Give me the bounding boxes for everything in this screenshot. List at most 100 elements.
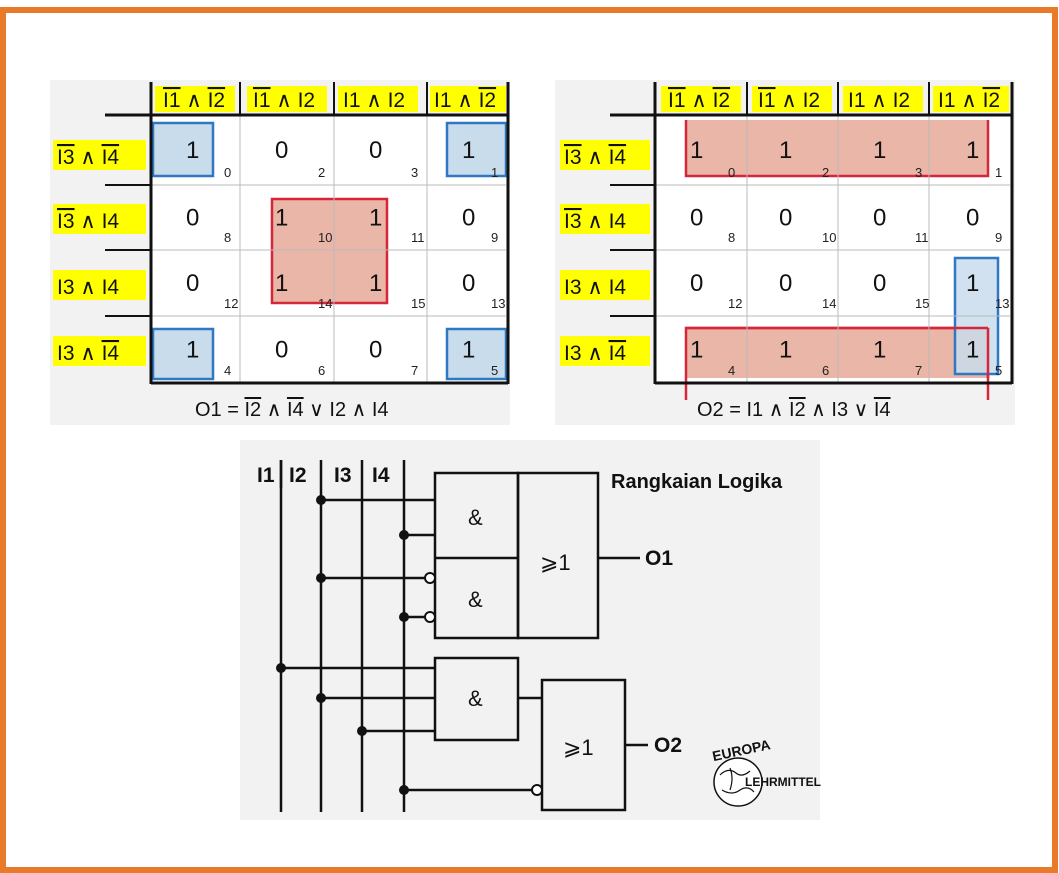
input-label-i3: I3 [334, 464, 352, 487]
cell-index: 0 [728, 165, 735, 180]
cell-index: 6 [822, 363, 829, 378]
cell-index: 13 [491, 296, 505, 311]
cell-index: 1 [995, 165, 1002, 180]
group-center [270, 197, 389, 305]
cell-index: 11 [915, 230, 929, 245]
cell-value: 0 [275, 137, 288, 164]
circuit-title: Rangkaian Logika [611, 471, 783, 493]
row-header: I3 ∧ I4 [57, 342, 119, 365]
row-header: I3 ∧ I4 [564, 276, 626, 299]
cell-index: 1 [491, 165, 498, 180]
row-header: I3 ∧ I4 [564, 210, 626, 233]
column-header: I1 ∧ I2 [163, 89, 225, 112]
kmap-right: I1 ∧ I2 I1 ∧ I2 I1 ∧ I2 I1 ∧ I2 I3 ∧ I4 I3 ∧… [555, 80, 1015, 425]
or-gate-2-symbol: ⩾1 [563, 735, 594, 760]
cell-value: 1 [462, 137, 475, 164]
cell-index: 14 [318, 296, 332, 311]
column-header: I1 ∧ I2 [938, 89, 1000, 112]
row-header: I3 ∧ I4 [57, 276, 119, 299]
cell-value: 0 [275, 337, 288, 364]
cell-value: 0 [462, 270, 475, 297]
group-bottom-row [686, 328, 988, 378]
group-corner-bottom-left [151, 327, 215, 381]
group-corner-top-left [151, 121, 215, 178]
cell-value: 0 [779, 270, 792, 297]
cell-value: 0 [369, 137, 382, 164]
input-label-i4: I4 [372, 464, 390, 487]
cell-value: 0 [873, 205, 886, 232]
group-top-row-outline [684, 120, 990, 178]
column-header: I1 ∧ I2 [758, 89, 820, 112]
column-header: I1 ∧ I2 [343, 89, 405, 112]
row-header: I3 ∧ I4 [57, 210, 119, 233]
cell-value: 0 [369, 337, 382, 364]
cell-index: 8 [224, 230, 231, 245]
cell-value: 1 [690, 137, 703, 164]
cell-index: 5 [491, 363, 498, 378]
cell-index: 3 [915, 165, 922, 180]
cell-value: 1 [186, 337, 199, 364]
or-gate-1-symbol: ⩾1 [540, 550, 571, 575]
cell-index: 3 [411, 165, 418, 180]
cell-value: 1 [873, 137, 886, 164]
cell-index: 9 [995, 230, 1002, 245]
equation-o2: O2 = I1 ∧ I2 ∧ I3 ∨ I4 [697, 399, 891, 421]
cell-index: 11 [411, 230, 425, 245]
cell-index: 0 [224, 165, 231, 180]
cell-value: 0 [690, 270, 703, 297]
cell-index: 2 [318, 165, 325, 180]
cell-value: 0 [779, 205, 792, 232]
cell-index: 2 [822, 165, 829, 180]
cell-value: 1 [779, 137, 792, 164]
cell-index: 7 [411, 363, 418, 378]
cell-index: 10 [318, 230, 332, 245]
column-header: I1 ∧ I2 [668, 89, 730, 112]
row-header: I3 ∧ I4 [564, 342, 626, 365]
logic-circuit: I1 I2 I3 I4 Rangkaian Logika [240, 440, 821, 820]
cell-index: 8 [728, 230, 735, 245]
cell-index: 5 [995, 363, 1002, 378]
output-label-o1: O1 [645, 547, 673, 570]
cell-value: 1 [873, 337, 886, 364]
cell-value: 0 [873, 270, 886, 297]
cell-value: 1 [275, 205, 288, 232]
cell-index: 12 [728, 296, 742, 311]
cell-index: 12 [224, 296, 238, 311]
row-header: I3 ∧ I4 [564, 146, 626, 169]
cell-index: 14 [822, 296, 836, 311]
cell-index: 10 [822, 230, 836, 245]
cell-index: 13 [995, 296, 1009, 311]
group-corner-bottom-right [445, 327, 508, 381]
group-top-row [686, 120, 988, 176]
circuit-background [240, 440, 820, 820]
cell-value: 0 [966, 205, 979, 232]
column-header: I1 ∧ I2 [848, 89, 910, 112]
column-header: I1 ∧ I2 [253, 89, 315, 112]
cell-value: 1 [966, 137, 979, 164]
cell-value: 1 [186, 137, 199, 164]
cell-index: 4 [224, 363, 231, 378]
row-header: I3 ∧ I4 [57, 146, 119, 169]
logo-bottom-text: LEHRMITTEL [745, 775, 821, 789]
and-gate-1-symbol: & [468, 505, 483, 530]
output-label-o2: O2 [654, 734, 682, 757]
cell-value: 0 [186, 270, 199, 297]
cell-index: 7 [915, 363, 922, 378]
cell-value: 1 [966, 337, 979, 364]
group-corner-top-right [445, 121, 508, 178]
input-label-i2: I2 [289, 464, 307, 487]
cell-index: 6 [318, 363, 325, 378]
cell-index: 9 [491, 230, 498, 245]
cell-value: 1 [275, 270, 288, 297]
page-border [0, 7, 1058, 873]
cell-index: 15 [915, 296, 929, 311]
and-gate-3-symbol: & [468, 686, 483, 711]
cell-value: 1 [966, 270, 979, 297]
and-gate-2-symbol: & [468, 587, 483, 612]
cell-value: 1 [779, 337, 792, 364]
cell-value: 1 [690, 337, 703, 364]
input-label-i1: I1 [257, 464, 275, 487]
cell-index: 4 [728, 363, 735, 378]
